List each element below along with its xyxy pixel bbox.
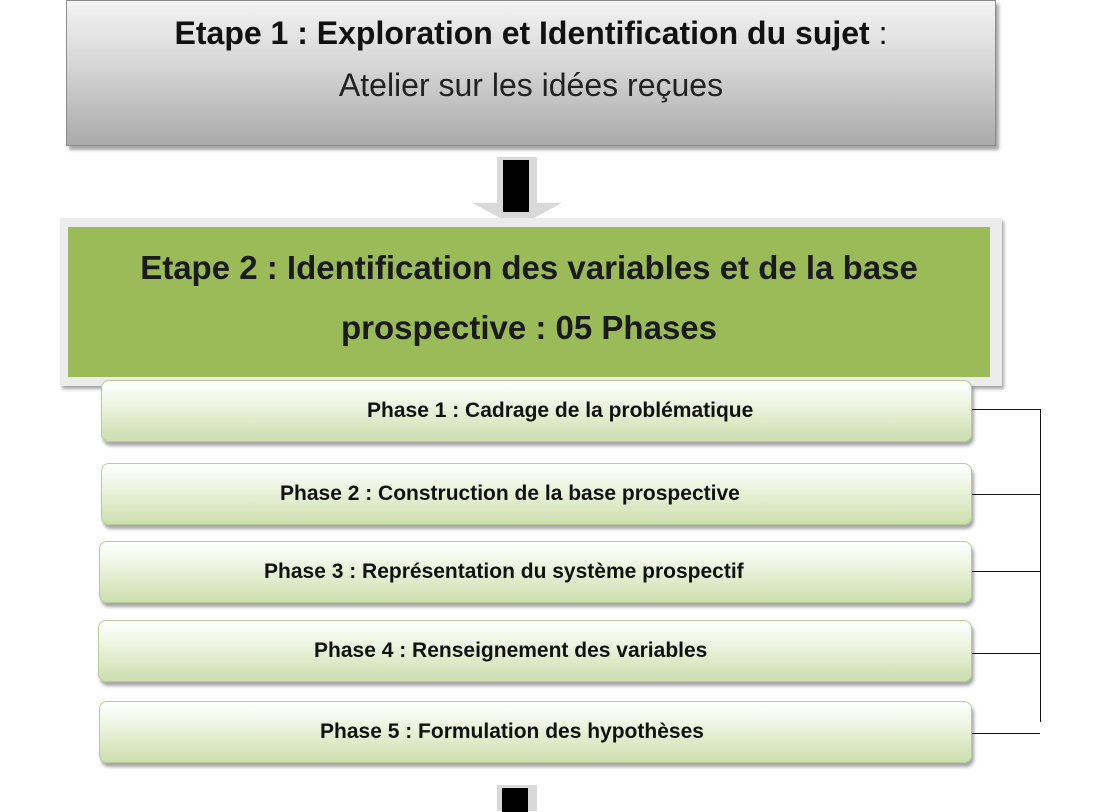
phase-2-label: Phase 2 : Construction de la base prospe… [280, 482, 740, 505]
bracket-tick-phase-5 [972, 733, 1040, 734]
down-arrow-icon [467, 155, 567, 230]
phase-2-box: Phase 2 : Construction de la base prospe… [101, 463, 972, 525]
etape1-box: Etape 1 : Exploration et Identification … [66, 0, 996, 146]
bracket-vertical-line [1040, 409, 1041, 722]
etape2-title-line1: Etape 2 : Identification des variables e… [140, 249, 918, 286]
etape1-title: Etape 1 : Exploration et Identification … [67, 15, 995, 52]
bracket-tick-phase-1 [972, 409, 1040, 410]
etape2-box: Etape 2 : Identification des variables e… [68, 227, 990, 377]
phase-3-box: Phase 3 : Représentation du système pros… [99, 541, 972, 603]
phase-4-label: Phase 4 : Renseignement des variables [314, 639, 708, 662]
phase-4-box: Phase 4 : Renseignement des variables [98, 620, 972, 682]
phase-5-label: Phase 5 : Formulation des hypothèses [320, 720, 704, 743]
bracket-tick-phase-4 [972, 653, 1040, 654]
down-arrow-bottom-icon [495, 783, 539, 812]
phase-5-box: Phase 5 : Formulation des hypothèses [99, 701, 972, 763]
phase-1-label: Phase 1 : Cadrage de la problématique [367, 399, 754, 422]
etape1-title-bold: Etape 1 : Exploration et Identification … [174, 15, 870, 51]
phase-3-label: Phase 3 : Représentation du système pros… [264, 560, 744, 583]
bracket-tick-phase-3 [972, 571, 1040, 572]
etape1-title-rest: : [869, 15, 888, 51]
etape1-subtitle: Atelier sur les idées reçues [338, 67, 724, 103]
bracket-tick-phase-2 [972, 494, 1040, 495]
etape2-title-line2: prospective : 05 Phases [340, 309, 718, 346]
phase-1-box: Phase 1 : Cadrage de la problématique [101, 380, 972, 442]
